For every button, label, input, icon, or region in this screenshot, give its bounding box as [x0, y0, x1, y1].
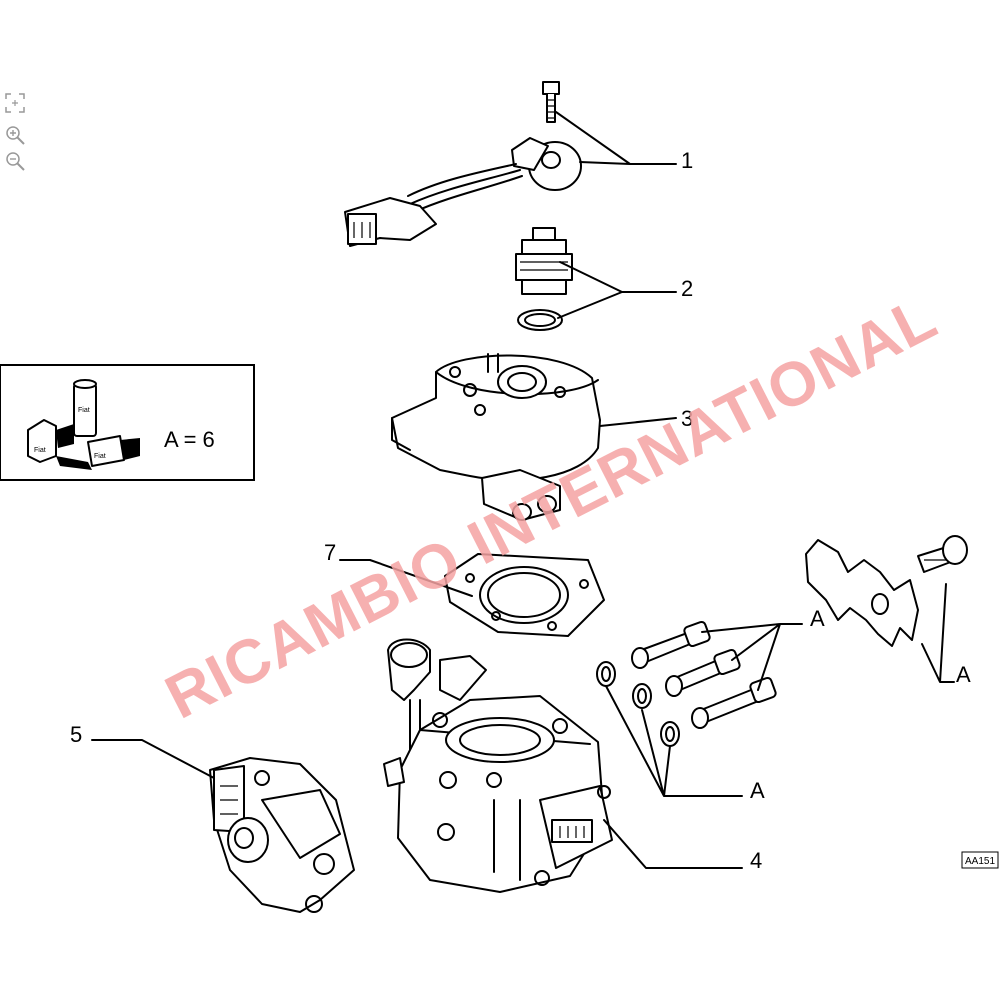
zoom-out-icon[interactable]: [4, 150, 26, 172]
bolts-and-washers[interactable]: [596, 620, 777, 747]
legend-box: Fiat Fiat Fiat A = 6: [0, 364, 255, 481]
callout-1: 1: [681, 148, 693, 173]
watermark: RICAMBIO INTERNATIONAL: [155, 283, 948, 732]
bracket-plate[interactable]: [805, 535, 968, 647]
legend-text: A = 6: [164, 427, 215, 452]
svg-text:Fiat: Fiat: [34, 447, 46, 454]
svg-text:Fiat: Fiat: [94, 453, 106, 460]
callout-4: 4: [750, 848, 762, 873]
callout-7: 7: [324, 540, 336, 565]
leader-lines: [91, 111, 955, 869]
fit-to-page-icon[interactable]: [4, 92, 26, 114]
reference-code-tag: AA151: [961, 851, 999, 869]
part-2-valve[interactable]: [515, 227, 573, 331]
part-3-injector-housing[interactable]: [391, 353, 601, 521]
part-4-throttle-body[interactable]: [383, 638, 613, 893]
threadlock-product-icon: Fiat Fiat Fiat: [27, 379, 140, 470]
svg-text:AA151: AA151: [965, 856, 995, 867]
part-1-sensor-harness[interactable]: [344, 81, 582, 247]
callout-a-bolts: A: [810, 606, 825, 631]
callout-a-plate: A: [956, 662, 971, 687]
callout-5: 5: [70, 722, 82, 747]
part-7-gasket[interactable]: [444, 553, 605, 637]
part-5-actuator[interactable]: [209, 757, 355, 913]
callout-3: 3: [681, 406, 693, 431]
svg-text:Fiat: Fiat: [78, 407, 90, 414]
callout-2: 2: [681, 276, 693, 301]
callout-a-washers: A: [750, 778, 765, 803]
zoom-in-icon[interactable]: [4, 124, 26, 146]
